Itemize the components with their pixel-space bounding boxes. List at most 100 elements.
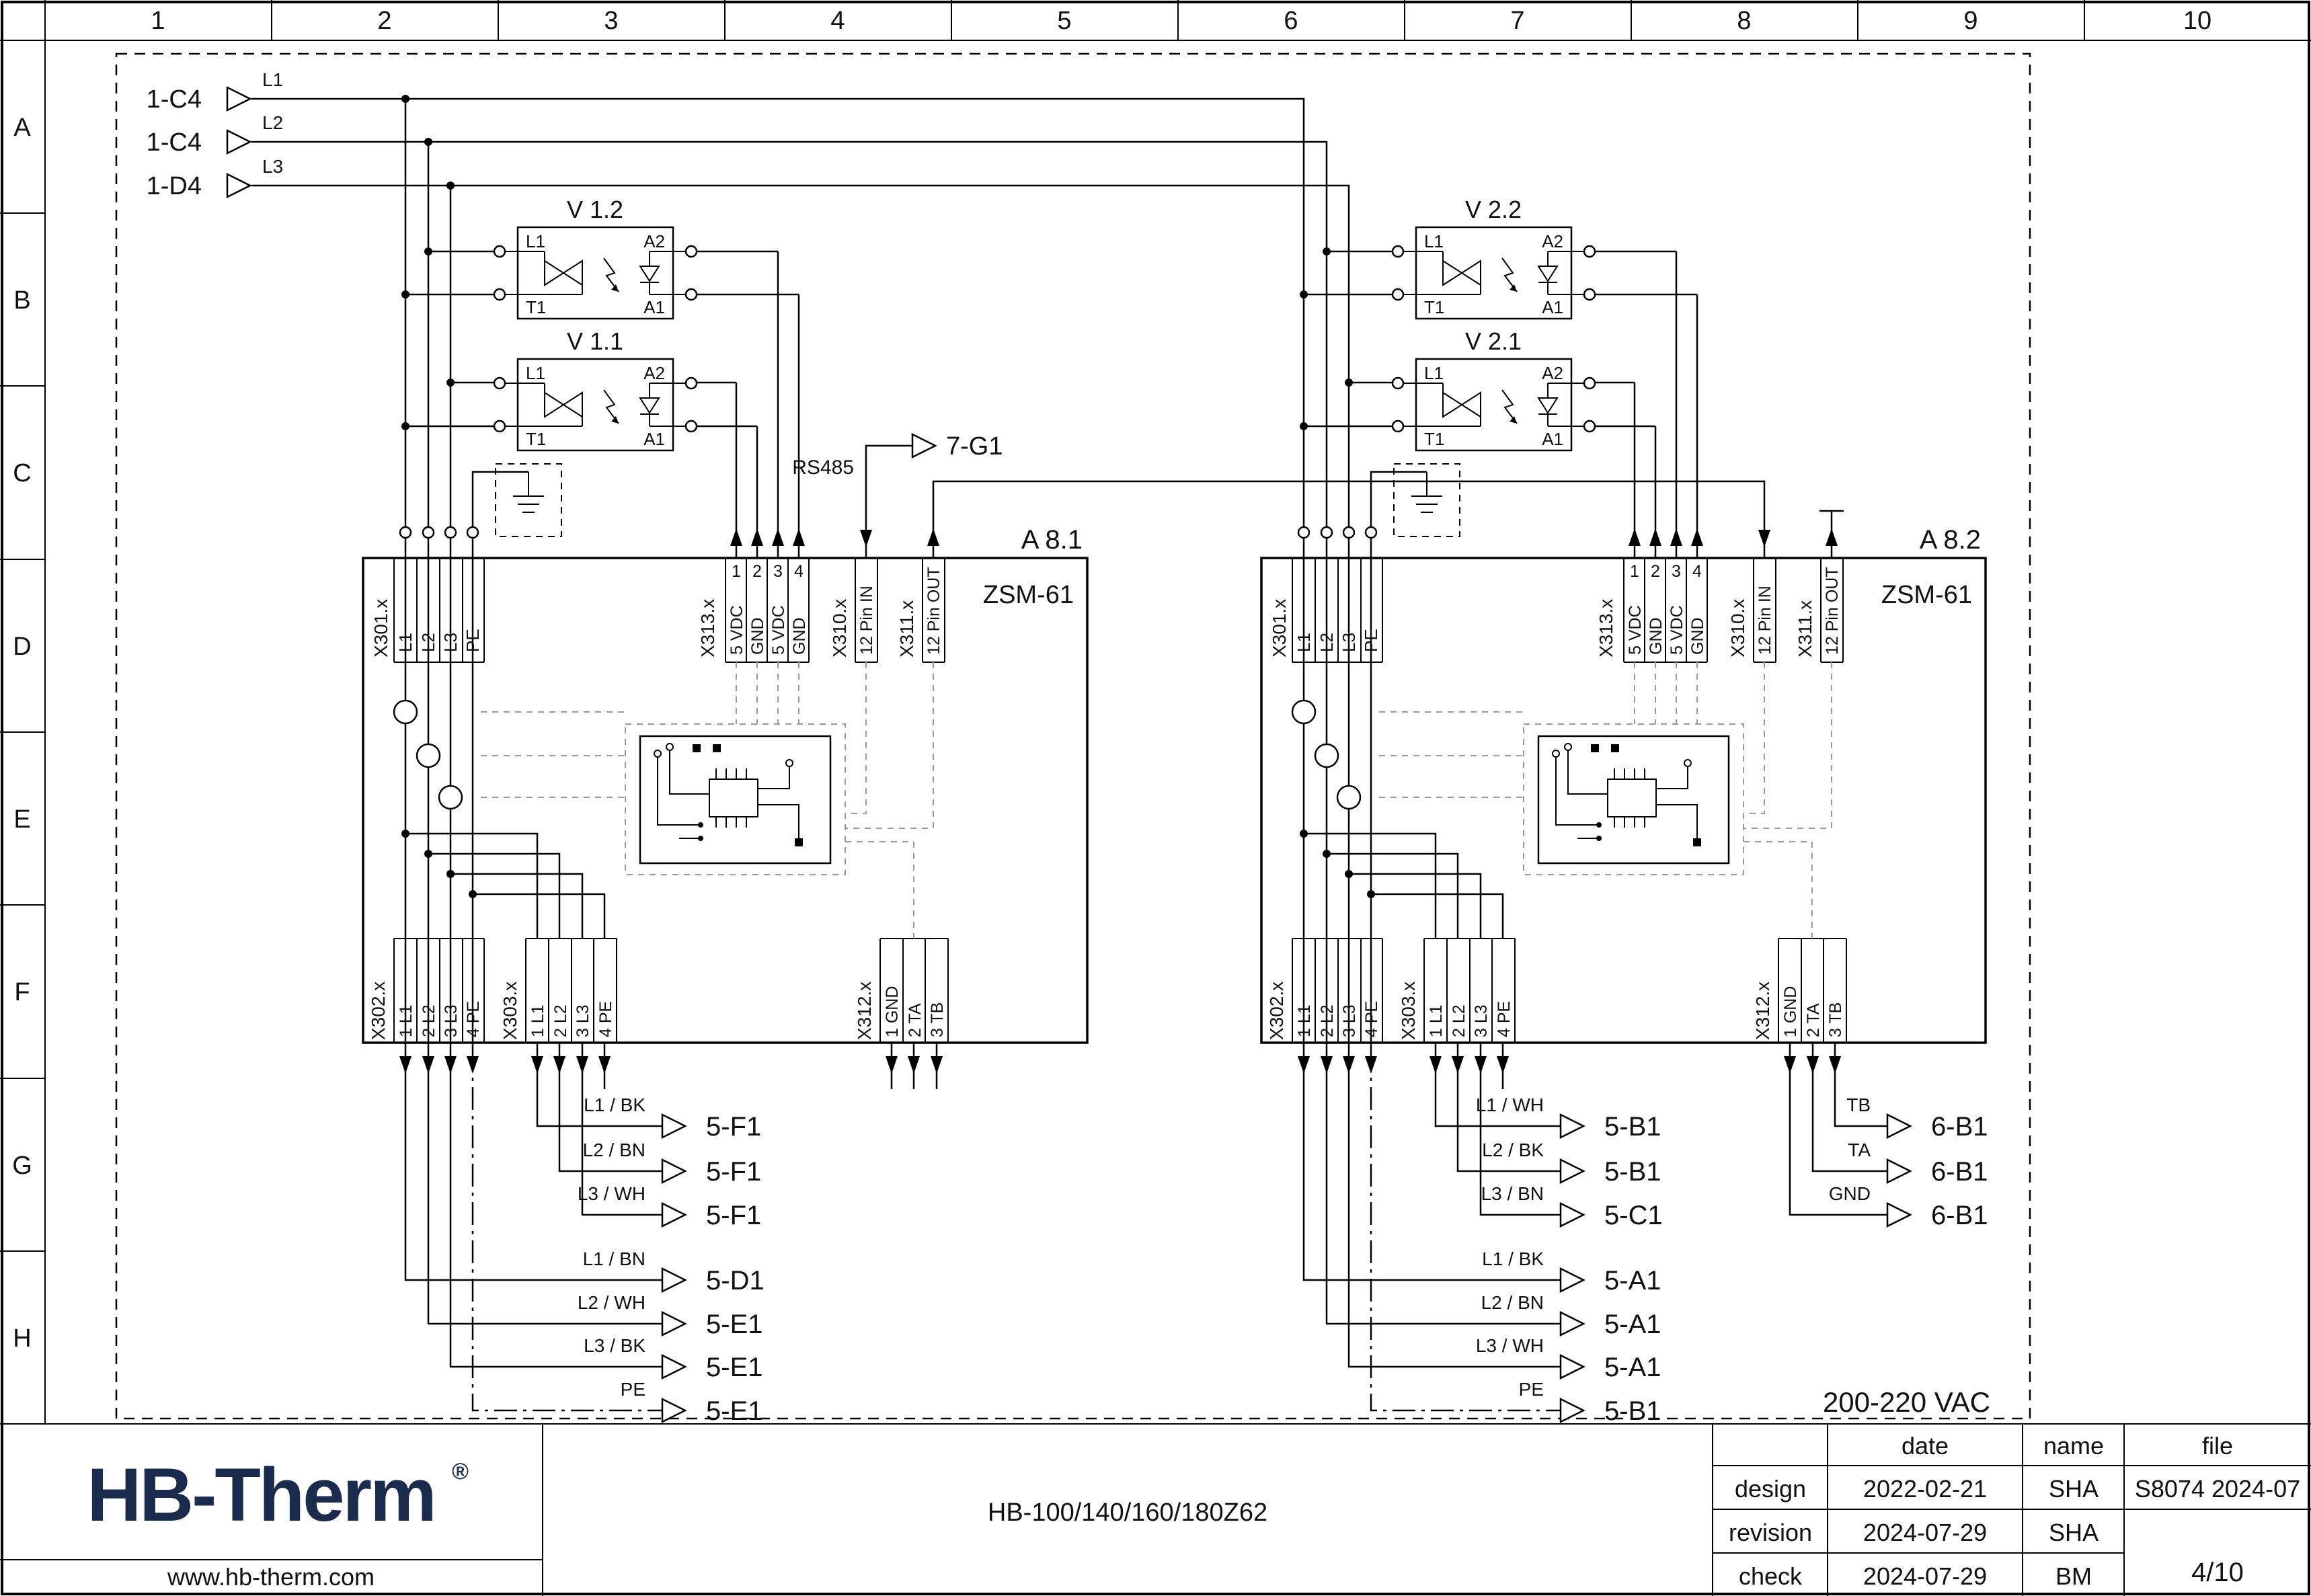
module-internal-circles: [393, 699, 1362, 810]
terminal-pin-label: 3 L3: [442, 1004, 461, 1037]
phase-label: L1: [262, 69, 283, 90]
terminal-group-label: X312.x: [854, 982, 875, 1040]
relay-title: V 2.2: [1465, 196, 1522, 223]
ssr-v21: [1391, 358, 1596, 452]
wire-label: PE: [1519, 1379, 1544, 1400]
ruler-row-label: F: [14, 978, 30, 1006]
terminal-group-label: X313.x: [697, 599, 718, 657]
signal-ref: 5-D1: [706, 1266, 765, 1295]
signal-ref: 5-A1: [1604, 1266, 1661, 1295]
wire-label: L1 / WH: [1476, 1094, 1544, 1115]
tb-date: 2024-07-29: [1863, 1562, 1987, 1590]
relay-terminal-label: L1: [526, 363, 545, 383]
terminal-pin-label: 2 L2: [420, 1004, 438, 1037]
terminal-group-label: X302.x: [1266, 982, 1287, 1040]
tb-date: 2022-02-21: [1863, 1475, 1987, 1503]
terminal-group-label: X310.x: [1727, 599, 1748, 657]
tb-row-label: revision: [1729, 1519, 1812, 1546]
internal-dashed-connections: [481, 662, 1832, 939]
terminal-group-label: X311.x: [896, 600, 917, 657]
terminal-pin-label: 1 L1: [1427, 1004, 1446, 1037]
ruler-col-label: 4: [830, 7, 845, 35]
terminal-pin-label: 1 GND: [883, 986, 902, 1037]
ruler-labels: 1 2 3 4 5 6 7 8 9 10 A B C D E F G H: [12, 7, 2211, 1353]
relay-terminal-label: L1: [1424, 363, 1444, 383]
terminal-group-label: X303.x: [1398, 982, 1419, 1040]
terminal-pin-label: 4 PE: [1495, 1001, 1514, 1037]
relay-terminal-label: A1: [1542, 429, 1563, 449]
terminal-pin-label: 12 Pin IN: [1756, 586, 1774, 655]
tb-header-date: date: [1902, 1432, 1949, 1460]
terminal-group-label: X310.x: [829, 599, 850, 657]
relay-terminal-label: A1: [643, 429, 665, 449]
signal-ref: 6-B1: [1931, 1157, 1988, 1187]
phase-label: L3: [262, 156, 283, 177]
terminal-pin-label: GND: [790, 617, 809, 655]
ruler-row-label: H: [13, 1324, 31, 1353]
pin-number: 2: [1651, 562, 1660, 581]
module-type: ZSM-61: [1881, 581, 1972, 609]
ruler-col-label: 6: [1284, 7, 1298, 35]
relay-terminal-label: A1: [643, 297, 665, 317]
terminal-pin-label: PE: [1361, 629, 1381, 652]
wire-label: L2 / BN: [583, 1140, 645, 1160]
terminal-pin-label: 3 L3: [1340, 1004, 1359, 1037]
terminal-pin-label: L3: [440, 633, 461, 652]
tb-row-label: check: [1739, 1562, 1803, 1590]
wire-label: L2 / BK: [1482, 1140, 1544, 1160]
terminal-pin-label: GND: [1688, 617, 1707, 655]
tb-date: 2024-07-29: [1863, 1519, 1987, 1546]
pe-dashdot-lines: [471, 1049, 1561, 1412]
logo-text: HB-Therm: [87, 1453, 434, 1537]
terminal-group-label: X301.x: [1269, 599, 1290, 657]
module-a81-outputs: L1 / BK L2 / BN L3 / WH 5-F1 5-F1 5-F1 L…: [578, 1094, 765, 1426]
drawing-frame: [115, 52, 2031, 1420]
module-id: A 8.2: [1920, 525, 1981, 555]
pin-number: 2: [752, 562, 762, 581]
terminal-pin-label: L2: [1317, 633, 1337, 652]
input-references: 1-C4 1-C4 1-D4 L1 L2 L3: [147, 69, 284, 200]
wire-label: L1 / BK: [584, 1094, 645, 1115]
tb-header-name: name: [2043, 1432, 2104, 1460]
terminal-cell-grids: [393, 558, 1847, 1043]
module-a82-labels: A 8.2 ZSM-61 X301.x L1 L2 L3 PE X313.x 1…: [1266, 525, 1981, 1040]
tb-row-label: design: [1735, 1475, 1806, 1503]
relay-terminal-label: T1: [526, 297, 546, 317]
voltage-note: 200-220 VAC: [1823, 1386, 1990, 1418]
signal-ref: 5-B1: [1604, 1157, 1661, 1187]
terminal-pin-label: 5 VDC: [769, 605, 788, 655]
terminal-pin-label: 3 TB: [1826, 1002, 1845, 1037]
relay-labels: V 1.2 V 1.1 V 2.2 V 2.1 L1 T1 A2 A1 L1 T…: [526, 196, 1563, 449]
wire-label: L3 / WH: [578, 1183, 645, 1204]
signal-ref: 5-B1: [1604, 1396, 1661, 1426]
terminal-pin-label: 2 TA: [1804, 1003, 1823, 1037]
terminal-pin-label: PE: [463, 629, 483, 652]
terminal-pin-label: 4 PE: [596, 1001, 615, 1037]
ruler-col-label: 5: [1057, 7, 1071, 35]
signal-ref: 5-A1: [1604, 1353, 1661, 1382]
relay-terminal-label: A2: [643, 231, 665, 251]
relay-terminal-label: T1: [526, 429, 546, 449]
wire-label: L1 / BN: [583, 1248, 645, 1269]
terminal-pin-label: 5 VDC: [1626, 605, 1645, 655]
terminal-group-label: X303.x: [500, 982, 520, 1040]
terminal-pin-label: 2 TA: [906, 1003, 925, 1037]
logo-registered-mark: ®: [452, 1459, 469, 1484]
signal-ref: 5-E1: [706, 1353, 763, 1382]
terminal-group-label: X311.x: [1795, 600, 1815, 657]
module-a81-labels: A 8.1 ZSM-61 X301.x L1 L2 L3 PE X313.x 1…: [368, 525, 1083, 1040]
ruler-col-label: 8: [1737, 7, 1751, 35]
pin-number: 4: [1692, 562, 1702, 581]
terminal-pin-label: 1 L1: [1295, 1004, 1314, 1037]
ruler-col-label: 2: [377, 7, 391, 35]
signal-ref: 5-C1: [1604, 1201, 1663, 1230]
relay-title: V 2.1: [1465, 327, 1522, 355]
relay-terminal-label: L1: [526, 231, 545, 251]
pin-number: 3: [1672, 562, 1681, 581]
input-ref: 1-C4: [147, 128, 202, 157]
pin-number: 4: [794, 562, 804, 581]
ssr-v12: [493, 226, 698, 320]
terminal-group-label: X312.x: [1752, 982, 1773, 1040]
